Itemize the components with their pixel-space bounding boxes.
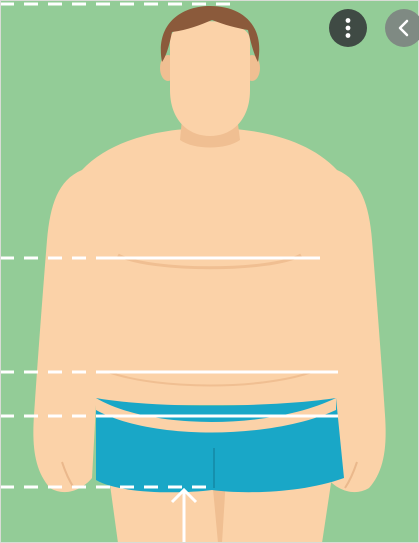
more-vertical-icon: [328, 8, 368, 48]
chevron-left-icon: [383, 8, 419, 48]
shorts: [96, 398, 344, 492]
back-button[interactable]: [383, 8, 419, 48]
more-options-button[interactable]: [328, 8, 368, 48]
